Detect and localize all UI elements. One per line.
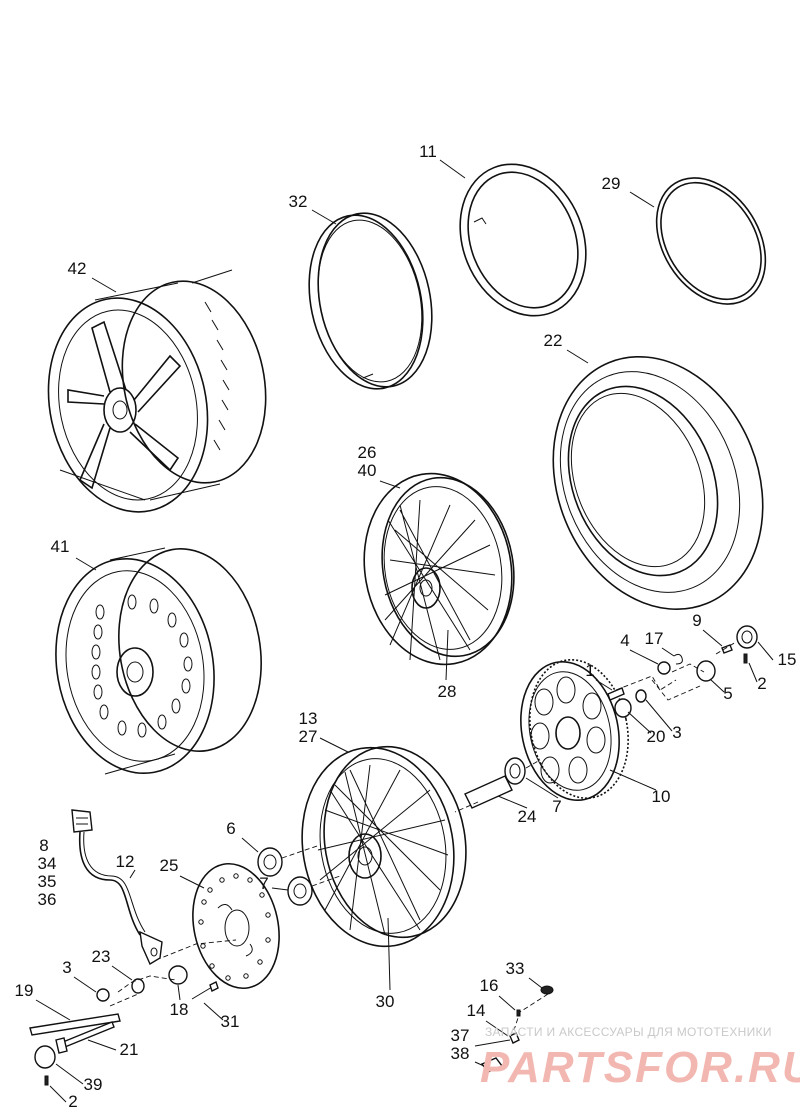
part-label-l39: 39 [84,1075,103,1094]
part-label-l15: 15 [778,650,797,669]
watermark: ЗАПАСТИ И АКСЕССУАРЫ ДЛЯ МОТОТЕХНИКИ PAR… [480,1025,800,1092]
bearing-part-7-upper [504,757,526,785]
part-label-l11: 11 [419,142,437,161]
part-label-l3b: 3 [62,958,71,977]
rim-strip-part-32 [308,212,433,390]
part-label-l4: 4 [620,631,629,650]
part-label-l31: 31 [221,1012,240,1031]
cap-part-39 [34,1045,56,1069]
axle-spacer-part-24 [464,775,513,809]
bearing-part-6 [257,847,283,877]
brake-disc-part-25 [192,862,280,990]
washer-part-3-lower [96,988,110,1002]
washer-part-20 [614,698,632,718]
part-label-l36: 36 [38,890,57,909]
watermark-brand: PARTSFOR.RU [480,1043,800,1092]
spoke-wheel-part-13 [301,745,467,948]
part-label-l32: 32 [289,192,308,211]
part-label-l40: 40 [358,461,377,480]
pin-part-2-lower [44,1075,49,1086]
washer-part-3-upper [635,689,647,703]
part-label-l26: 26 [358,443,377,462]
cast-wheel-part-42 [47,269,267,513]
part-label-l33: 33 [506,959,525,978]
leader-lines [35,159,774,1103]
part-label-l41: 41 [51,537,70,556]
screw-part-31 [191,981,219,1000]
part-label-l8: 8 [39,836,48,855]
part-label-l7a: 7 [552,797,561,816]
part-label-l24: 24 [518,807,537,826]
screw-part-9 [721,644,733,654]
part-label-l38: 38 [451,1044,470,1063]
part-label-l9: 9 [692,611,701,630]
part-label-l22: 22 [544,331,563,350]
part-label-l7b: 7 [259,874,268,893]
part-label-l35: 35 [38,872,57,891]
spacer-part-15 [736,625,758,649]
part-label-l20: 20 [647,727,666,746]
axle-part-19 [29,1013,121,1036]
spacer-part-18 [168,965,188,985]
part-label-l17: 17 [645,629,664,648]
part-label-l16: 16 [480,976,499,995]
part-label-l3a: 3 [672,723,681,742]
weight-part-38 [480,1057,504,1073]
part-label-l42: 42 [68,259,87,278]
axle-bolt-part-21 [55,1021,115,1054]
cap-part-33 [540,985,554,995]
part-label-l2a: 2 [757,674,766,693]
part-label-l13: 13 [299,709,318,728]
part-label-l28: 28 [438,682,457,701]
spacer-part-5 [696,660,716,682]
tire-part-22 [552,355,764,611]
inner-tube-part-11 [459,163,587,317]
part-label-l27: 27 [299,727,318,746]
spoke-wheel-part-26 [363,472,515,666]
part-label-l34: 34 [38,854,57,873]
bearing-part-7-lower [287,876,313,906]
part-label-l2b: 2 [68,1092,77,1111]
bolt-part-1 [607,687,625,701]
part-label-l19: 19 [15,981,34,1000]
part-label-l5: 5 [723,684,732,703]
part-label-l37: 37 [451,1026,470,1045]
part-label-l1: 1 [585,661,594,680]
part-label-l29: 29 [602,174,621,193]
pin-part-2-upper [743,653,748,664]
watermark-tagline: ЗАПАСТИ И АКСЕССУАРЫ ДЛЯ МОТОТЕХНИКИ [485,1025,772,1039]
part-label-l18: 18 [170,1000,189,1019]
washer-part-23 [131,978,145,994]
part-label-l21: 21 [120,1040,139,1059]
drive-belt-part-29 [655,177,767,305]
assembly-lines [109,641,737,1031]
part-label-l6: 6 [226,819,235,838]
sprocket-part-10 [520,659,629,801]
part-label-l14: 14 [467,1001,486,1020]
disc-wheel-part-41 [55,547,262,775]
clip-part-17 [673,653,683,665]
connector-part-8 [71,809,93,833]
part-label-l10: 10 [652,787,671,806]
nut-part-4 [657,661,671,675]
wheel-speed-sensor-part-12 [78,831,163,966]
part-label-l23: 23 [92,947,111,966]
valve-part-14 [509,1032,520,1044]
part-label-l12: 12 [116,852,135,871]
part-label-l30: 30 [376,992,395,1011]
part-label-l25: 25 [160,856,179,875]
